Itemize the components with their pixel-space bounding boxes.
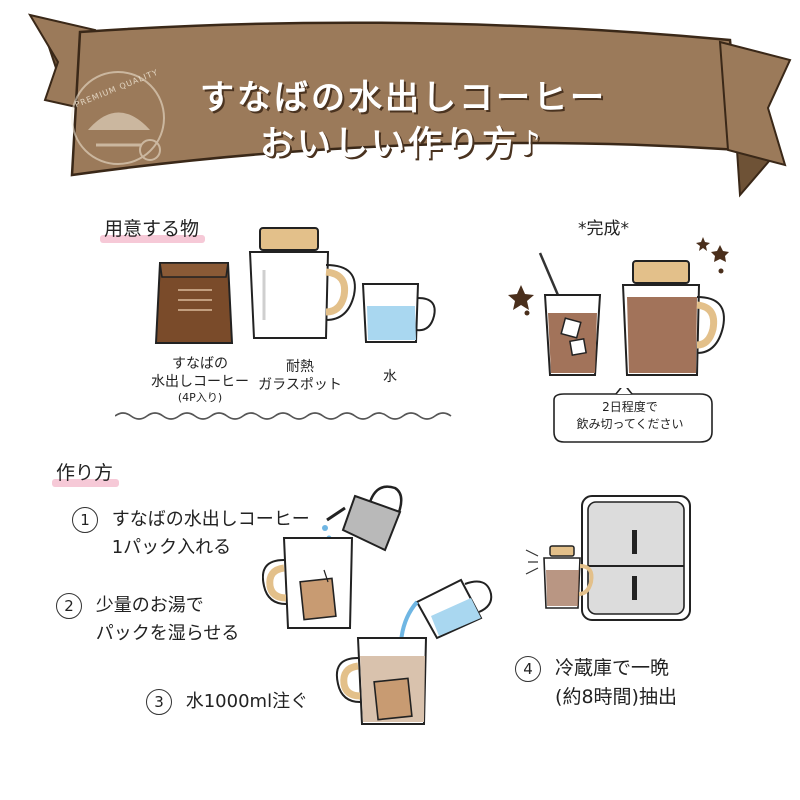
- wavy-divider: [115, 412, 452, 420]
- glass-pot-icon: [248, 227, 356, 339]
- step-text: 少量のお湯で パックを湿らせる: [95, 595, 240, 644]
- step-3: 3 水1000ml注ぐ: [146, 688, 308, 716]
- step-text: 水1000ml注ぐ: [185, 691, 309, 712]
- done-heading: *完成*: [578, 219, 629, 239]
- step-number: 2: [56, 593, 82, 619]
- item-coffee-label: すなばの 水出しコーヒー (4P入り): [150, 355, 250, 406]
- water-pitcher-icon: [399, 578, 493, 643]
- speech-bubble: [553, 388, 713, 443]
- items-heading-text: 用意する物: [104, 218, 200, 240]
- premium-quality-badge: [71, 71, 165, 165]
- items-heading: 用意する物: [100, 214, 206, 243]
- step-4: 4 冷蔵庫で一晩 (約8時間)抽出: [515, 654, 677, 713]
- coffee-bag-icon: [154, 262, 234, 344]
- item-water-label: 水: [383, 369, 397, 385]
- step-text: すなばの水出しコーヒー 1パック入れる: [111, 509, 310, 558]
- step-number: 3: [146, 689, 172, 715]
- bubble-text: 2日程度で 飲み切ってください: [576, 400, 684, 432]
- step-number: 1: [72, 507, 98, 533]
- step-1: 1 すなばの水出しコーヒー 1パック入れる: [72, 506, 310, 562]
- howto-heading: 作り方: [52, 458, 120, 487]
- howto-heading-text: 作り方: [56, 462, 114, 484]
- item-pot-label: 耐熱 ガラスポット: [258, 359, 342, 394]
- step-text: 冷蔵庫で一晩 (約8時間)抽出: [555, 657, 677, 709]
- item-coffee-name: すなばの 水出しコーヒー: [151, 356, 249, 391]
- step-number: 4: [515, 655, 541, 682]
- pot-filled-icon: [336, 637, 428, 725]
- water-cup-icon: [361, 283, 436, 343]
- kettle-icon: [322, 485, 403, 552]
- title-banner: [27, 13, 792, 198]
- banner-title-line2: おいしい作り方♪: [260, 124, 544, 164]
- step-2: 2 少量のお湯で パックを湿らせる: [56, 592, 239, 648]
- banner-title-line1: すなばの水出しコーヒー: [200, 78, 607, 118]
- item-coffee-sub: (4P入り): [177, 391, 223, 405]
- iced-coffee-icon: [508, 237, 729, 376]
- pot-with-pack-icon: [262, 537, 354, 629]
- star-icon: [508, 285, 534, 310]
- fridge-icon: [525, 495, 691, 621]
